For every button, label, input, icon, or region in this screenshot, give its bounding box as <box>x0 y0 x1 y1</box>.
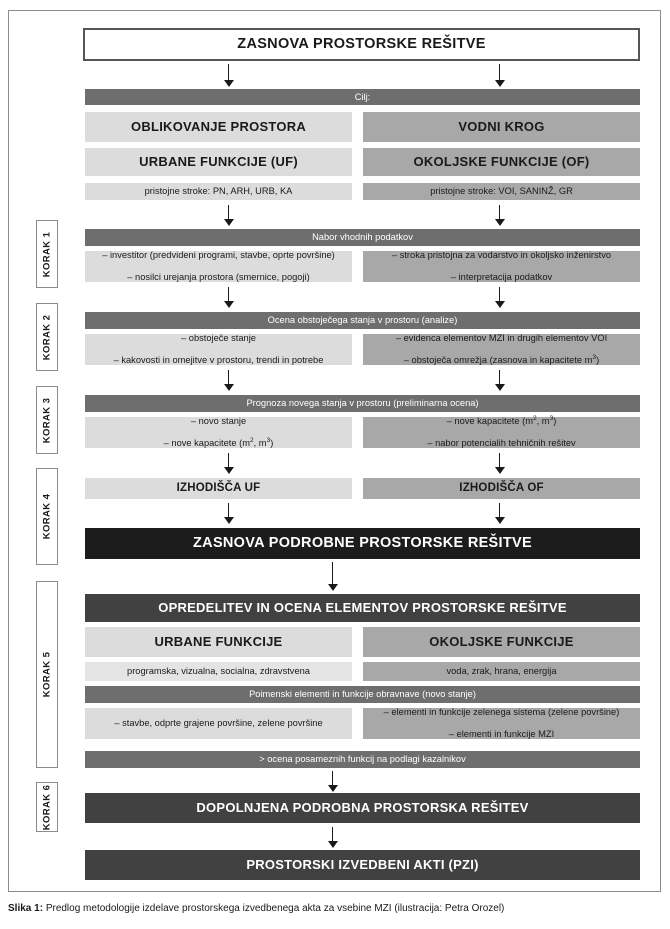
final-result-label: PROSTORSKI IZVEDBENI AKTI (PZI) <box>246 857 479 873</box>
step3-right-line-1: – nove kapacitete (m2, m3) <box>446 414 557 427</box>
step5-evaluation-bar: > ocena posameznih funkcij na podlagi ka… <box>85 751 640 768</box>
step1-left-line-2: – nosilci urejanja prostora (smernice, p… <box>127 271 310 282</box>
step2-right-detail: – evidenca elementov MZI in drugih eleme… <box>363 333 640 365</box>
step-label-korak-4: KORAK 4 <box>41 493 53 540</box>
branch-left-professions: pristojne stroke: PN, ARH, URB, KA <box>85 183 352 200</box>
branch-left-professions-label: pristojne stroke: PN, ARH, URB, KA <box>144 186 293 197</box>
step5-left-functions: URBANE FUNKCIJE <box>85 627 352 657</box>
step1-header-label: Nabor vhodnih podatkov <box>312 232 413 243</box>
step5-right-detail: – elementi in funkcije zelenega sistema … <box>363 707 640 739</box>
arrow-to-step2-right <box>493 287 506 309</box>
final-result: PROSTORSKI IZVEDBENI AKTI (PZI) <box>85 850 640 880</box>
step3-header-label: Prognoza novega stanja v prostoru (preli… <box>246 398 479 409</box>
step5-header: OPREDELITEV IN OCENA ELEMENTOV PROSTORSK… <box>85 594 640 622</box>
step-box-korak-2: KORAK 2 <box>36 303 58 371</box>
step-box-korak-4: KORAK 4 <box>36 468 58 565</box>
step2-left-line-2: – kakovosti in omejitve v prostoru, tren… <box>113 354 324 365</box>
arrow-to-step3-right <box>493 370 506 392</box>
step-box-korak-6: KORAK 6 <box>36 782 58 832</box>
arrow-to-step4-right <box>493 453 506 475</box>
arrow-to-step5 <box>326 562 339 592</box>
step5-right-detail-line-2: – elementi in funkcije MZI <box>448 728 555 739</box>
step3-right-line-2: – nabor potencialih tehničnih rešitev <box>427 437 576 448</box>
step5-header-label: OPREDELITEV IN OCENA ELEMENTOV PROSTORSK… <box>158 600 567 616</box>
branch-right-professions-label: pristojne stroke: VOI, SANINŽ, GR <box>430 186 573 197</box>
step5-right-functions-label: OKOLJSKE FUNKCIJE <box>429 634 574 650</box>
step1-right-line-1: – stroka pristojna za vodarstvo in okolj… <box>391 250 612 261</box>
step5-left-detail: – stavbe, odprte grajene površine, zelen… <box>85 708 352 739</box>
branch-right-functions: OKOLJSKE FUNKCIJE (OF) <box>363 148 640 176</box>
step5-evaluation-label: > ocena posameznih funkcij na podlagi ka… <box>259 754 466 765</box>
arrow-to-final <box>326 827 339 849</box>
step1-right-line-2: – interpretacija podatkov <box>450 271 553 282</box>
step5-left-functions-label: URBANE FUNKCIJE <box>154 634 283 650</box>
step3-left-line-2: – nove kapacitete (m2, m3) <box>163 436 274 448</box>
title-box: ZASNOVA PROSTORSKE REŠITVE <box>83 28 640 61</box>
step5-left-kinds: programska, vizualna, socialna, zdravstv… <box>85 662 352 681</box>
arrow-to-step4-result-right <box>493 503 506 525</box>
arrow-to-step3-left <box>222 370 235 392</box>
arrow-to-step2-left <box>222 287 235 309</box>
step4-right-output: IZHODIŠČA OF <box>363 478 640 499</box>
step3-header: Prognoza novega stanja v prostoru (preli… <box>85 395 640 412</box>
step3-left-detail: – novo stanje – nove kapacitete (m2, m3) <box>85 416 352 448</box>
step2-header: Ocena obstoječega stanja v prostoru (ana… <box>85 312 640 329</box>
step-label-korak-2: KORAK 2 <box>41 314 53 360</box>
step-label-korak-6: KORAK 6 <box>41 784 53 830</box>
figure-caption: Slika 1: Predlog metodologije izdelave p… <box>8 903 662 916</box>
step4-left-output-label: IZHODIŠČA UF <box>176 481 261 494</box>
step1-right-detail: – stroka pristojna za vodarstvo in okolj… <box>363 250 640 282</box>
step5-right-kinds: voda, zrak, hrana, energija <box>363 662 640 681</box>
arrow-to-step4-result-left <box>222 503 235 525</box>
title-box-label: ZASNOVA PROSTORSKE REŠITVE <box>237 35 486 52</box>
step3-right-detail: – nove kapacitete (m2, m3) – nabor poten… <box>363 414 640 448</box>
arrow-to-step1-left <box>222 205 235 227</box>
step4-result: ZASNOVA PODROBNE PROSTORSKE REŠITVE <box>85 528 640 559</box>
step6-result-label: DOPOLNJENA PODROBNA PROSTORSKA REŠITEV <box>196 800 529 816</box>
step-box-korak-5: KORAK 5 <box>36 581 58 768</box>
step3-left-line-1: – novo stanje <box>190 416 247 427</box>
step1-left-detail: – investitor (predvideni programi, stavb… <box>85 250 352 282</box>
branch-right-theme-label: VODNI KROG <box>458 119 545 135</box>
step-box-korak-3: KORAK 3 <box>36 386 58 454</box>
step4-right-output-label: IZHODIŠČA OF <box>459 481 544 494</box>
step-label-korak-5: KORAK 5 <box>41 651 53 698</box>
step1-header: Nabor vhodnih podatkov <box>85 229 640 246</box>
step5-right-detail-line-1: – elementi in funkcije zelenega sistema … <box>383 707 620 718</box>
branch-right-functions-label: OKOLJSKE FUNKCIJE (OF) <box>413 154 590 170</box>
step5-left-detail-line-1: – stavbe, odprte grajene površine, zelen… <box>114 718 323 729</box>
step2-right-line-2: – obstoječa omrežja (zasnova in kapacite… <box>403 353 600 365</box>
step5-left-kinds-label: programska, vizualna, socialna, zdravstv… <box>127 666 310 677</box>
figure-caption-text: Predlog metodologije izdelave prostorske… <box>45 903 505 914</box>
step6-result: DOPOLNJENA PODROBNA PROSTORSKA REŠITEV <box>85 793 640 823</box>
step2-left-line-1: – obstoječe stanje <box>181 333 256 344</box>
step-label-korak-1: KORAK 1 <box>41 231 53 277</box>
figure-caption-prefix: Slika 1: <box>8 903 44 914</box>
step5-right-functions: OKOLJSKE FUNKCIJE <box>363 627 640 657</box>
step2-left-detail: – obstoječe stanje – kakovosti in omejit… <box>85 333 352 365</box>
step-box-korak-1: KORAK 1 <box>36 220 58 288</box>
branch-left-functions-label: URBANE FUNKCIJE (UF) <box>139 154 298 170</box>
step5-right-kinds-label: voda, zrak, hrana, energija <box>446 666 557 677</box>
step2-right-line-1: – evidenca elementov MZI in drugih eleme… <box>395 333 608 344</box>
step2-header-label: Ocena obstoječega stanja v prostoru (ana… <box>267 315 458 326</box>
branch-right-theme: VODNI KROG <box>363 112 640 142</box>
arrow-to-step1-right <box>493 205 506 227</box>
step4-left-output: IZHODIŠČA UF <box>85 478 352 499</box>
branch-left-theme: OBLIKOVANJE PROSTORA <box>85 112 352 142</box>
step4-result-label: ZASNOVA PODROBNE PROSTORSKE REŠITVE <box>193 534 532 551</box>
arrow-to-step6 <box>326 771 339 793</box>
step5-named-elements-bar: Poimenski elementi in funkcije obravnave… <box>85 686 640 703</box>
branch-left-theme-label: OBLIKOVANJE PROSTORA <box>131 119 306 135</box>
branch-left-functions: URBANE FUNKCIJE (UF) <box>85 148 352 176</box>
step-label-korak-3: KORAK 3 <box>41 397 53 443</box>
branch-right-professions: pristojne stroke: VOI, SANINŽ, GR <box>363 183 640 200</box>
goal-bar: Cilj: <box>85 89 640 105</box>
goal-bar-label: Cilj: <box>354 91 371 102</box>
step5-named-elements-label: Poimenski elementi in funkcije obravnave… <box>249 689 476 700</box>
arrow-title-to-goal-left <box>222 64 235 87</box>
step1-left-line-1: – investitor (predvideni programi, stavb… <box>102 250 335 261</box>
arrow-title-to-goal-right <box>493 64 506 87</box>
arrow-to-step4-left <box>222 453 235 475</box>
